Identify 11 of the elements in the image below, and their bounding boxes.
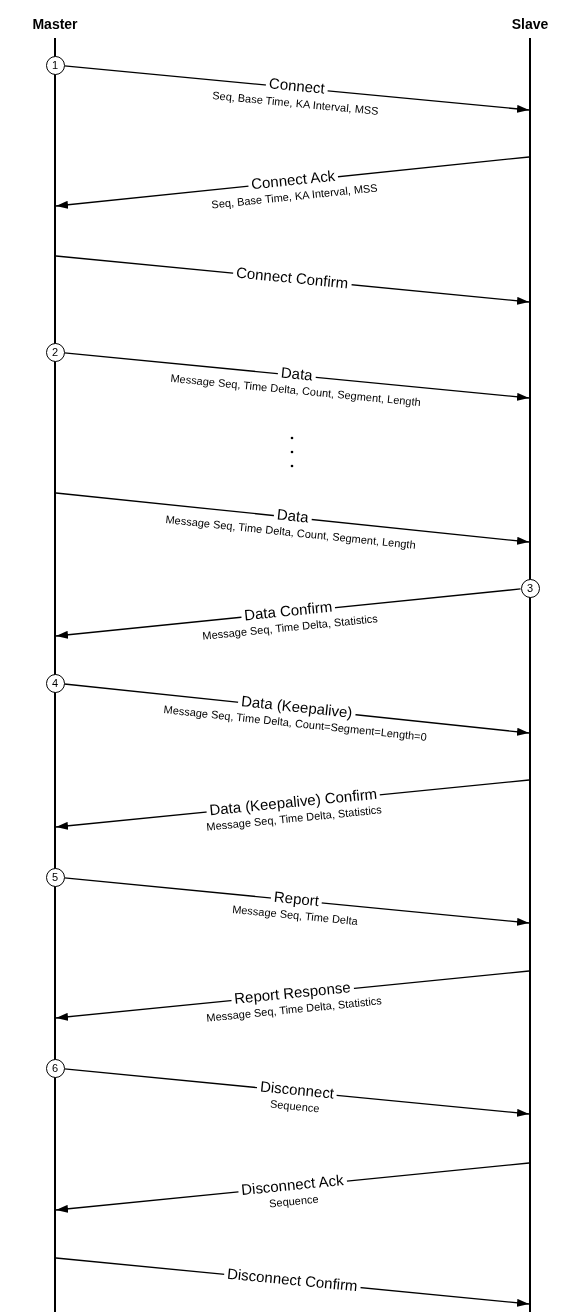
message-arrow <box>63 352 530 401</box>
step-number: 4 <box>45 673 65 693</box>
step-number: 3 <box>520 578 540 598</box>
step-number: 2 <box>45 342 65 362</box>
message-arrow <box>55 492 530 545</box>
step-number: 6 <box>45 1058 65 1078</box>
lifeline-heading: Master <box>32 16 78 32</box>
step-number: 5 <box>45 867 65 887</box>
step-number: 1 <box>45 55 65 75</box>
message-arrow <box>63 877 530 926</box>
lifeline-heading: Slave <box>511 16 549 32</box>
